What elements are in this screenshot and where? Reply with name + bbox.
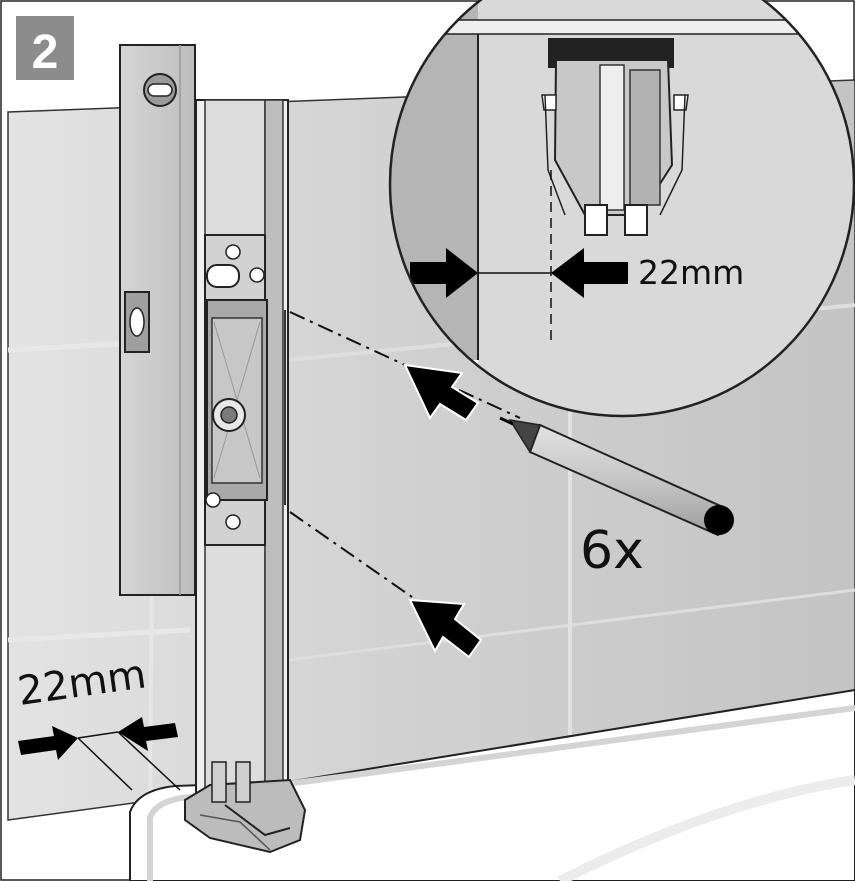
floor-right-arrow-icon [118,717,178,751]
step-badge: 2 [14,14,76,82]
arrow-icon [403,363,483,659]
zoom-right-arrow-icon [551,248,628,298]
foot-bracket [184,761,307,854]
floor-left-arrow-icon [18,726,78,760]
floor-dimension: 22mm [15,651,181,791]
zoom-left-arrow-icon [410,248,478,298]
pencil-icon [499,416,734,537]
step-number: 2 [32,26,59,79]
spirit-level-icon [119,44,196,596]
zoom-detail: 22mm [388,0,855,418]
mark-count-label: 6x [580,521,644,581]
wall-bracket [204,234,286,546]
zoom-gap-label: 22mm [638,253,744,292]
